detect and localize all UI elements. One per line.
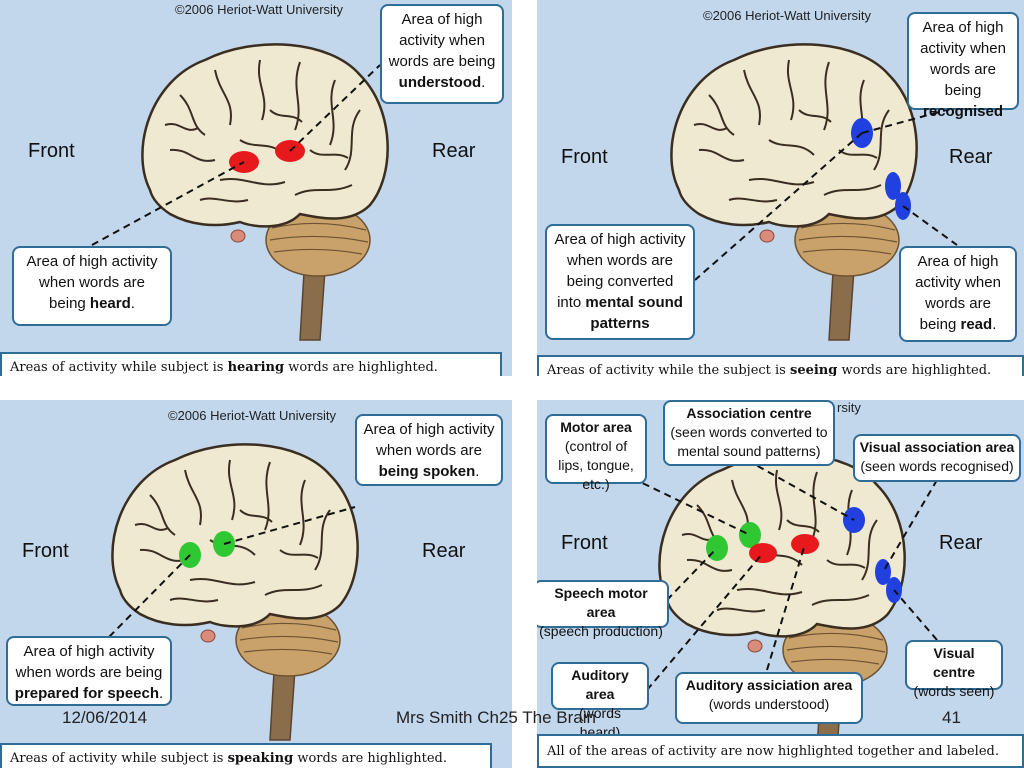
panel-hearing: ©2006 Heriot-Watt University Front Rear …: [0, 0, 512, 376]
rear-label: Rear: [939, 532, 983, 554]
rear-label: Rear: [422, 540, 466, 562]
callout-understood: Area of high activity when words are bei…: [380, 4, 504, 104]
copyright-text: ©2006 Heriot-Watt University: [175, 2, 344, 17]
front-label: Front: [561, 146, 608, 168]
caption-seeing: Areas of activity while the subject is s…: [537, 355, 1024, 376]
brain-illustration: [670, 43, 966, 342]
callout-prepared: Area of high activity when words are bei…: [6, 636, 172, 706]
callout-speech-motor: Speech motor area(speech production): [537, 580, 669, 639]
front-label: Front: [28, 140, 75, 162]
callout-auditory-association: Auditory assiciation area(words understo…: [675, 672, 863, 724]
caption-all-areas: All of the areas of activity are now hig…: [537, 734, 1024, 768]
caption-hearing: Areas of activity while subject is heari…: [0, 352, 502, 376]
copyright-text: ©2006 Heriot-Watt University: [703, 8, 872, 23]
brain-illustration: [91, 43, 389, 342]
auditory-area-marker: [749, 543, 777, 563]
copyright-text: ©2006 Heriot-Watt University: [168, 408, 337, 423]
panel-all-areas: rsity Front Rear Motor area(control of l…: [537, 400, 1024, 768]
panel-speaking: ©2006 Heriot-Watt University Front Rear …: [0, 400, 512, 768]
reading-area-marker-upper: [885, 172, 901, 200]
callout-association-centre: Association centre(seen words converted …: [663, 400, 835, 466]
auditory-association-marker: [791, 534, 819, 554]
callout-visual-centre: Visual centre(words seen): [905, 640, 1003, 699]
copyright-text-partial: rsity: [837, 400, 861, 415]
brain-illustration: [631, 453, 938, 752]
footer-date: 12/06/2014: [62, 708, 148, 727]
callout-read: Area of high activity when words are bei…: [899, 246, 1017, 342]
callout-recognised: Area of high activity when words are bei…: [907, 12, 1019, 120]
panel-seeing: ©2006 Heriot-Watt University Front Rear …: [537, 0, 1024, 376]
motor-area-marker: [739, 522, 761, 548]
footer-page-number: 41: [942, 708, 961, 727]
callout-mental-sound: Area of high activity when words are bei…: [545, 224, 695, 340]
front-label: Front: [561, 532, 608, 554]
caption-speaking: Areas of activity while subject is speak…: [0, 743, 492, 768]
front-label: Front: [22, 540, 69, 562]
callout-visual-association: Visual association area(seen words recog…: [853, 434, 1021, 482]
footer-author: Mrs Smith Ch25 The Brain: [396, 708, 596, 727]
rear-label: Rear: [432, 140, 476, 162]
callout-auditory-area: Auditory area(words heard): [551, 662, 649, 740]
callout-heard: Area of high activity when words are bei…: [12, 246, 172, 326]
callout-motor-area: Motor area(control of lips, tongue, etc.…: [545, 414, 647, 492]
rear-label: Rear: [949, 146, 993, 168]
brain-illustration: [107, 443, 359, 742]
callout-spoken: Area of high activity when words are bei…: [355, 414, 503, 486]
